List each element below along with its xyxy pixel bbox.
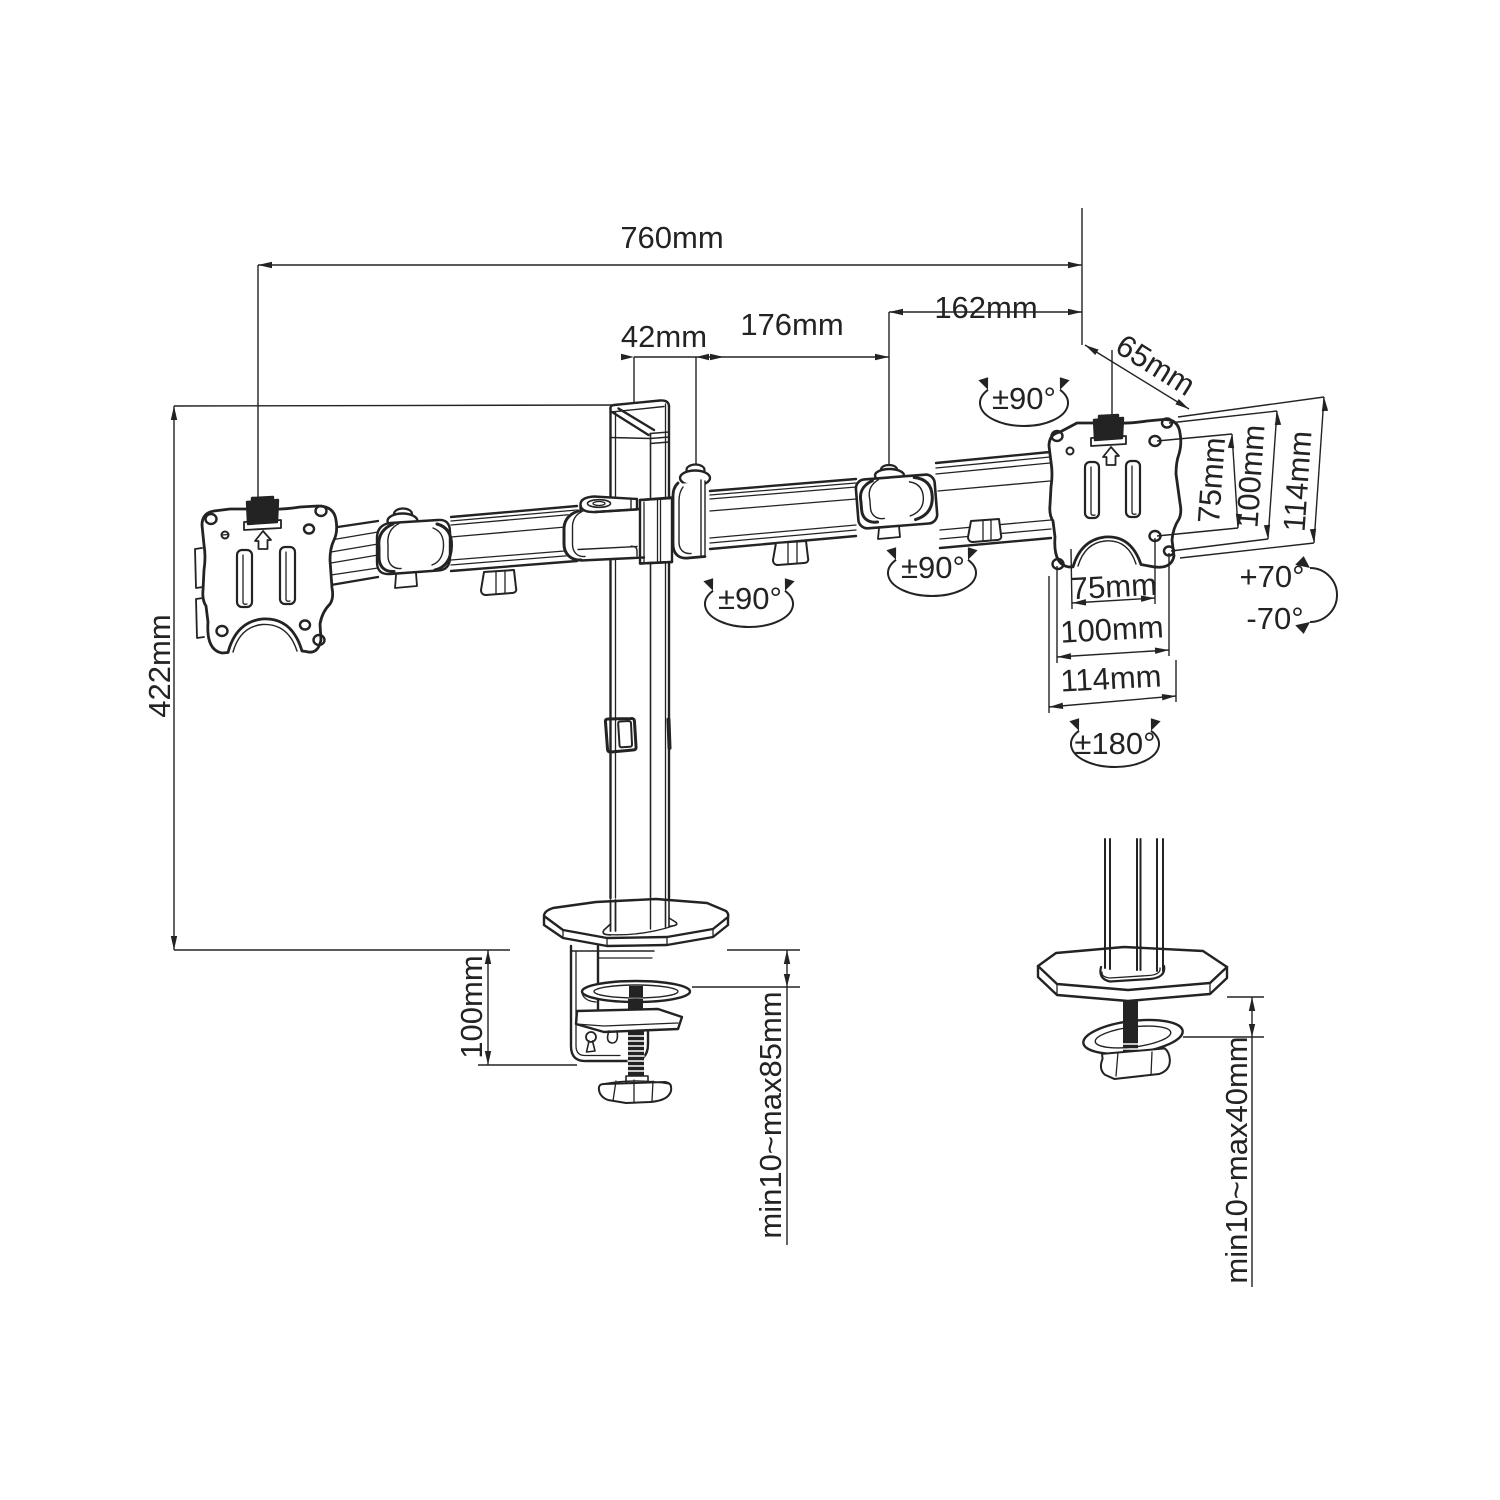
svg-text:100mm: 100mm [1059, 609, 1164, 649]
svg-text:100mm: 100mm [1229, 423, 1271, 529]
svg-text:+70°: +70° [1240, 559, 1305, 594]
svg-text:±180°: ±180° [1074, 726, 1155, 761]
svg-text:176mm: 176mm [740, 307, 843, 342]
svg-text:75mm: 75mm [1070, 567, 1158, 606]
svg-text:±90°: ±90° [718, 581, 782, 616]
svg-text:760mm: 760mm [620, 220, 723, 255]
svg-text:±90°: ±90° [901, 550, 965, 585]
svg-text:42mm: 42mm [621, 319, 707, 354]
svg-text:±90°: ±90° [992, 381, 1056, 416]
svg-text:114mm: 114mm [1060, 658, 1163, 698]
svg-text:100mm: 100mm [454, 955, 489, 1058]
svg-text:min10~max85mm: min10~max85mm [753, 991, 788, 1238]
svg-text:75mm: 75mm [1191, 436, 1232, 524]
svg-text:-70°: -70° [1246, 601, 1303, 636]
svg-text:162mm: 162mm [934, 290, 1037, 325]
svg-text:422mm: 422mm [142, 614, 177, 717]
svg-text:min10~max40mm: min10~max40mm [1219, 1036, 1254, 1283]
svg-text:114mm: 114mm [1277, 430, 1319, 533]
